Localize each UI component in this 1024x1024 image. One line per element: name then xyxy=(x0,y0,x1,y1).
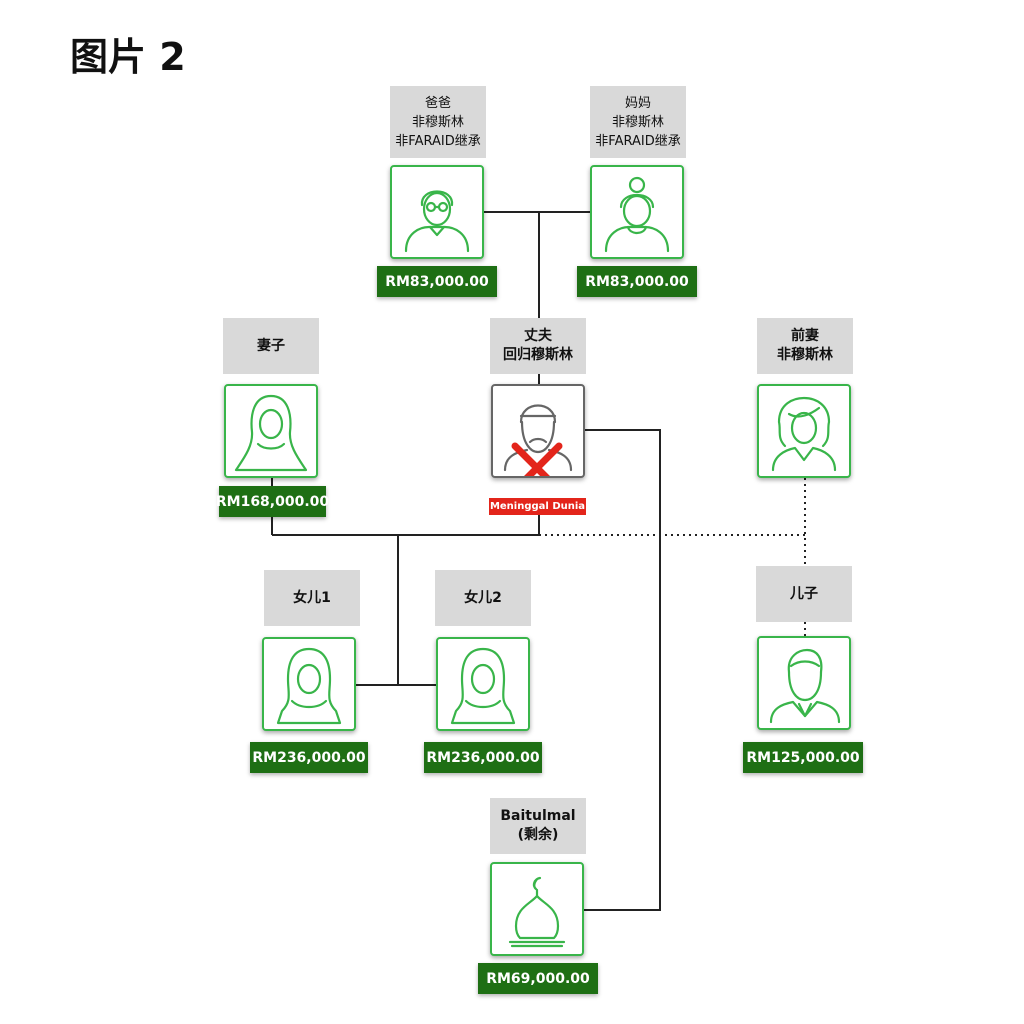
mother-label-line-3: 非FARAID继承 xyxy=(595,133,681,149)
son-amount: RM125,000.00 xyxy=(743,742,863,773)
wife-label-line-1: 妻子 xyxy=(257,337,285,354)
mother-amount: RM83,000.00 xyxy=(577,266,697,297)
mother-label-line-1: 妈妈 xyxy=(624,95,651,111)
deceased-status-badge: Meninggal Dunia xyxy=(489,498,586,515)
daughter2-amount: RM236,000.00 xyxy=(424,742,542,773)
husband-label-line-2: 回归穆斯林 xyxy=(503,347,573,363)
daughter1-card xyxy=(262,637,356,731)
wife-label: 妻子 xyxy=(223,318,319,374)
curly-hair-woman-icon xyxy=(771,396,837,472)
hijab-girl-icon xyxy=(450,647,516,725)
father-label-line-3: 非FARAID继承 xyxy=(395,133,481,149)
father-card xyxy=(390,165,484,259)
husband-label-line-1: 丈夫 xyxy=(524,328,552,344)
father-label-line-2: 非穆斯林 xyxy=(411,114,464,130)
ex-wife-label: 前妻 非穆斯林 xyxy=(757,318,853,374)
daughter2-label-line-1: 女儿2 xyxy=(464,589,502,606)
husband-label: 丈夫 回归穆斯林 xyxy=(490,318,586,374)
father-amount: RM83,000.00 xyxy=(377,266,497,297)
elderly-woman-icon xyxy=(604,176,670,253)
husband-to-baitulmal-connector xyxy=(584,429,661,911)
ex-wife-label-line-2: 非穆斯林 xyxy=(777,347,833,363)
father-label-line-1: 爸爸 xyxy=(424,95,451,111)
father-label: 爸爸 非穆斯林 非FARAID继承 xyxy=(390,86,486,158)
young-man-icon xyxy=(769,648,841,724)
deceased-cross-icon xyxy=(511,442,563,476)
son-card xyxy=(757,636,851,730)
hijab-woman-icon xyxy=(234,394,308,472)
baitulmal-label: Baitulmal (剩余) xyxy=(490,798,586,854)
elderly-man-icon xyxy=(404,190,470,253)
baitulmal-label-line-2: (剩余) xyxy=(517,827,559,843)
hijab-girl-icon xyxy=(276,647,342,725)
daughter1-label-line-1: 女儿1 xyxy=(293,589,331,606)
son-label-line-1: 儿子 xyxy=(790,585,818,602)
wife-card xyxy=(224,384,318,478)
ex-wife-label-line-1: 前妻 xyxy=(791,328,819,344)
mother-label: 妈妈 非穆斯林 非FARAID继承 xyxy=(590,86,686,158)
baitulmal-amount: RM69,000.00 xyxy=(478,963,598,994)
figure-title: 图片 2 xyxy=(70,35,186,79)
husband-card xyxy=(491,384,585,478)
mother-card xyxy=(590,165,684,259)
son-label: 儿子 xyxy=(756,566,852,622)
mosque-dome-icon xyxy=(508,876,566,948)
baitulmal-label-line-1: Baitulmal xyxy=(500,808,576,824)
daughter2-label: 女儿2 xyxy=(435,570,531,626)
mother-label-line-2: 非穆斯林 xyxy=(611,114,664,130)
ex-wife-card xyxy=(757,384,851,478)
wife-amount: RM168,000.00 xyxy=(216,486,329,517)
baitulmal-card xyxy=(490,862,584,956)
daughter1-amount: RM236,000.00 xyxy=(250,742,368,773)
daughter2-card xyxy=(436,637,530,731)
daughter1-label: 女儿1 xyxy=(264,570,360,626)
